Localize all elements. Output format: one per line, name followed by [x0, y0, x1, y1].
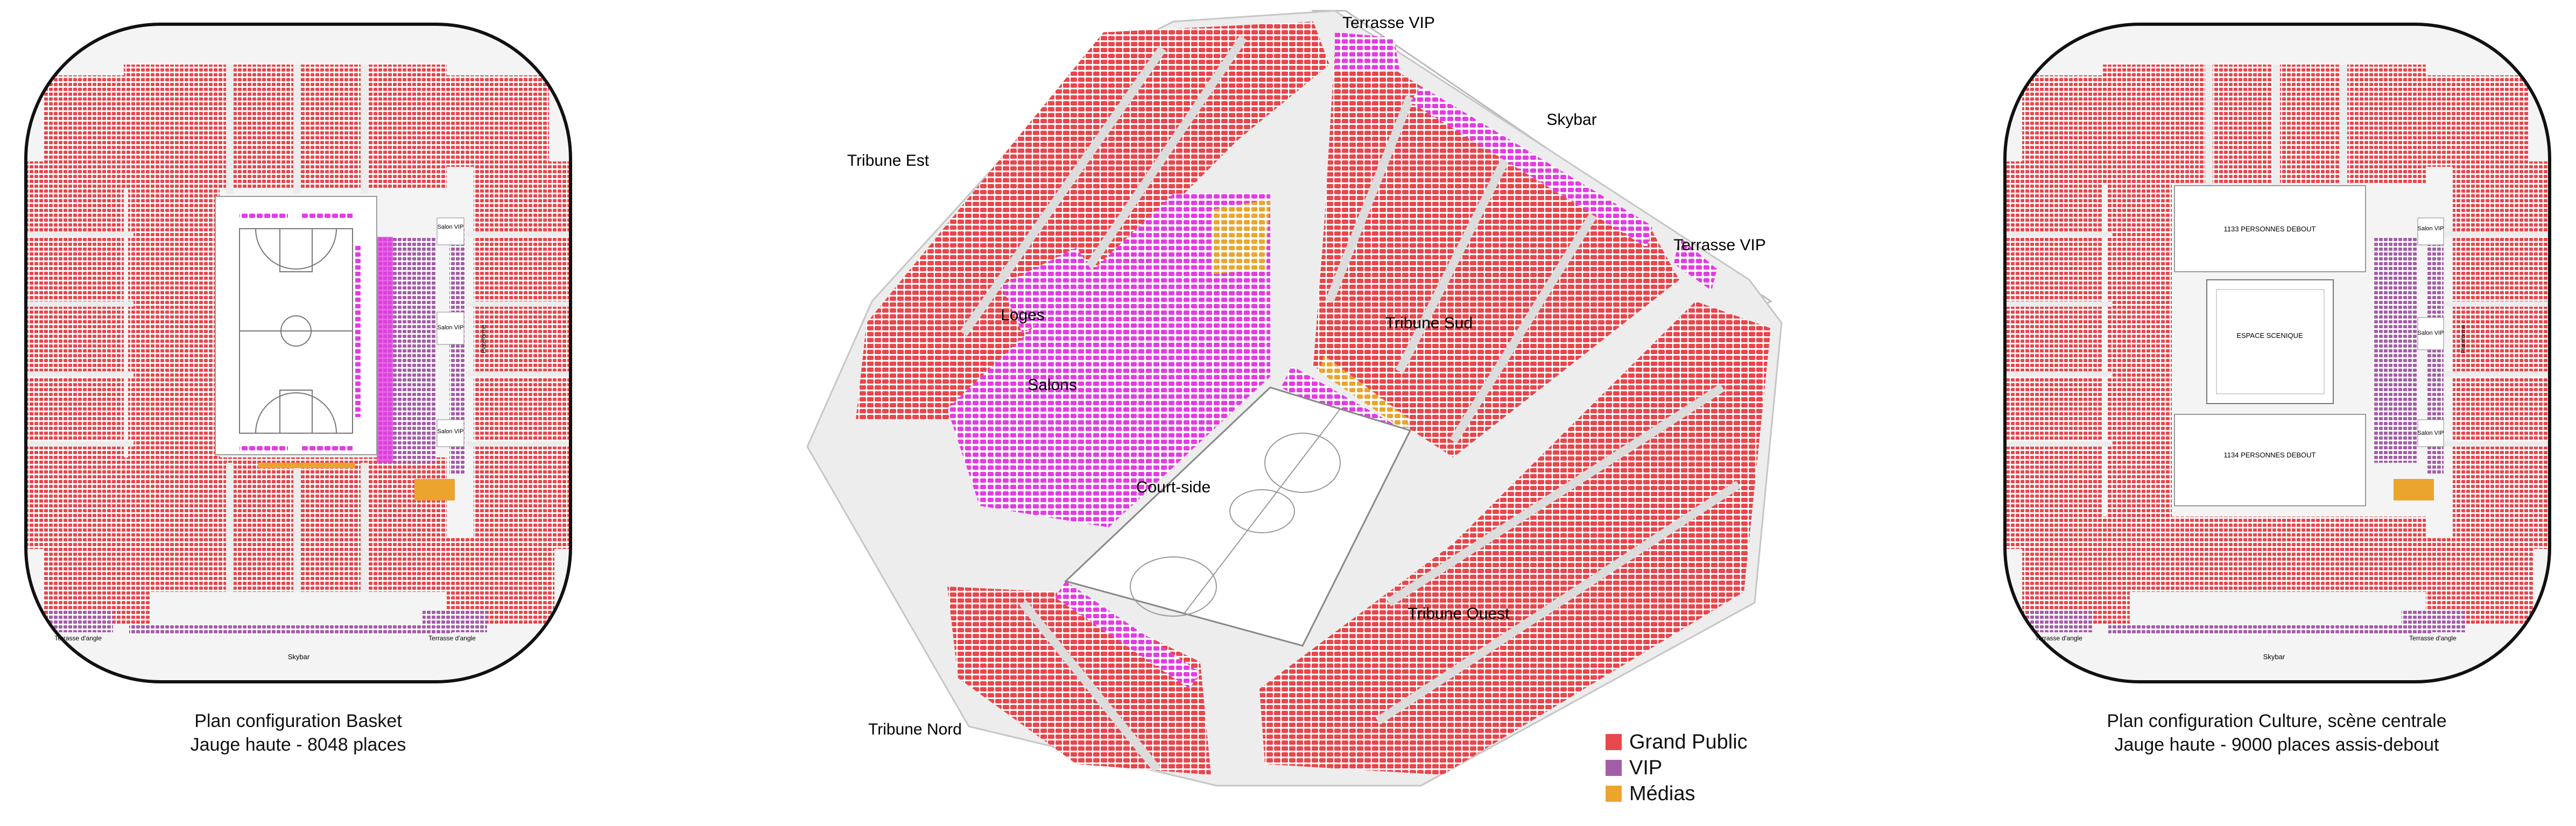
tribune-nord-seating — [947, 587, 1211, 775]
center-court — [1064, 386, 1412, 647]
label-skybar: Skybar — [1546, 111, 1596, 129]
right-arena-outline — [2003, 23, 2551, 683]
label-court-side: Court-side — [1136, 478, 1210, 496]
left-caption-line2: Jauge haute - 8048 places — [190, 735, 406, 755]
legend: Grand Public VIP Médias — [1606, 729, 1748, 807]
right-south-seating-block — [2103, 517, 2426, 592]
right-skybar-label: Skybar — [2263, 653, 2285, 661]
legend-swatch-medias — [1606, 786, 1622, 802]
label-tribune-ouest: Tribune Ouest — [1408, 605, 1510, 623]
stage-area — [2206, 279, 2334, 404]
medias-seating — [1211, 199, 1270, 274]
right-terrasse-angle-label-1: Terrasse d'angle — [2035, 634, 2082, 642]
right-west-seating-block — [2006, 161, 2103, 549]
legend-item-grand-public: Grand Public — [1606, 729, 1748, 755]
right-salon-vip-label-1: Salon VIP — [2418, 225, 2444, 232]
right-plan-culture: 1133 PERSONNES DEBOUT ESPACE SCENIQUE 11… — [2003, 23, 2551, 683]
left-platform-label: Plateforme — [481, 324, 487, 353]
label-tribune-est: Tribune Est — [847, 152, 930, 170]
legend-label-grand-public: Grand Public — [1629, 731, 1748, 753]
standing-bottom-label: 1134 PERSONNES DEBOUT — [2224, 451, 2316, 459]
right-caption: Plan configuration Culture, scène centra… — [2008, 709, 2546, 757]
left-caption: Plan configuration Basket Jauge haute - … — [29, 709, 567, 757]
loges-seating — [1001, 248, 1098, 334]
skybar-seating — [1410, 86, 1652, 248]
sw-corner-seating — [43, 538, 151, 624]
east-seating-block — [474, 161, 571, 549]
left-terrasse-angle-label-1: Terrasse d'angle — [54, 634, 102, 642]
standing-area-top — [2174, 185, 2366, 272]
standing-top-label: 1133 PERSONNES DEBOUT — [2224, 225, 2316, 233]
left-arena-outline — [24, 23, 572, 683]
right-caption-line1: Plan configuration Culture, scène centra… — [2107, 711, 2447, 731]
stage-label: ESPACE SCENIQUE — [2236, 331, 2303, 340]
nw-corner-seating — [43, 75, 145, 167]
left-skybar-label: Skybar — [288, 653, 310, 661]
center-plan-3d: Terrasse VIP Skybar Tribune Est Terrasse… — [806, 10, 1783, 787]
west-seating-block — [27, 161, 124, 549]
label-tribune-nord: Tribune Nord — [868, 721, 962, 738]
left-terrasse-angle-label-2: Terrasse d'angle — [428, 634, 476, 642]
medias-block-right — [2394, 479, 2434, 500]
legend-item-medias: Médias — [1606, 781, 1748, 807]
medias-block-left — [414, 479, 455, 500]
se-corner-seating — [447, 538, 554, 624]
left-salon-vip-label-1: Salon VIP — [438, 224, 464, 230]
right-platform-label: Plateforme — [2460, 324, 2467, 353]
right-east-seating-block — [2453, 161, 2550, 549]
terrasse-vip-top-seating — [1335, 32, 1399, 70]
salons-vip-seating — [947, 194, 1270, 527]
left-plan-basket: Salon VIP Salon VIP Salon VIP Plateforme… — [24, 23, 572, 683]
right-caption-line2: Jauge haute - 9000 places assis-debout — [2114, 735, 2439, 755]
right-salon-vip-label-3: Salon VIP — [2418, 430, 2444, 436]
legend-label-medias: Médias — [1629, 782, 1695, 805]
right-salon-vip-label-2: Salon VIP — [2418, 330, 2444, 336]
right-vip-block — [2374, 237, 2417, 463]
legend-label-vip: VIP — [1629, 757, 1663, 779]
left-salon-vip-label-3: Salon VIP — [438, 428, 464, 435]
standing-area-bottom — [2174, 414, 2366, 506]
tribune-ouest-seating — [1259, 301, 1771, 775]
left-caption-line1: Plan configuration Basket — [194, 711, 402, 731]
right-north-seating-block — [2103, 65, 2426, 183]
legend-swatch-grand-public — [1606, 734, 1622, 750]
label-terrasse-vip-top: Terrasse VIP — [1342, 14, 1435, 32]
label-loges: Loges — [1001, 306, 1045, 324]
label-tribune-sud: Tribune Sud — [1385, 314, 1473, 332]
south-seating-block — [124, 457, 447, 592]
left-salon-vip-label-2: Salon VIP — [438, 324, 464, 331]
label-terrasse-vip-right: Terrasse VIP — [1673, 236, 1766, 254]
ne-corner-seating — [447, 75, 549, 167]
label-salons: Salons — [1027, 376, 1077, 394]
right-west-inner-seating-block — [2107, 178, 2172, 527]
north-seating-block — [124, 65, 447, 188]
legend-item-vip: VIP — [1606, 755, 1748, 781]
basket-court-area — [215, 196, 377, 455]
right-terrasse-angle-label-2: Terrasse d'angle — [2409, 634, 2457, 642]
legend-swatch-vip — [1606, 760, 1622, 776]
